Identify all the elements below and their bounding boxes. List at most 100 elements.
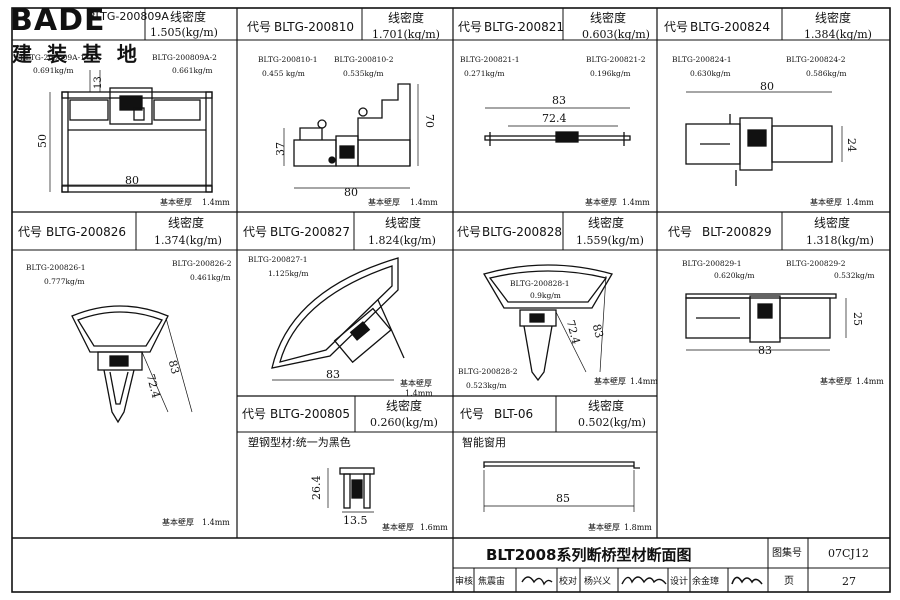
profile-drawing bbox=[293, 83, 411, 167]
part-name: BLTG-200821-1 bbox=[460, 55, 519, 64]
panel-code: BLTG-200809A bbox=[88, 10, 169, 23]
profile-drawing bbox=[685, 114, 833, 186]
density-label: 线密度 bbox=[590, 10, 626, 25]
panel-code: BLTG-200826 bbox=[46, 225, 126, 239]
dimension-label: 83 bbox=[166, 359, 182, 376]
code-prefix: 代号 bbox=[457, 225, 481, 239]
dimension-label: 26.4 bbox=[310, 476, 323, 501]
panel-note: 塑钢型材:统一为黑色 bbox=[248, 435, 351, 449]
page-number: 27 bbox=[842, 575, 856, 588]
code-prefix: 代号 bbox=[243, 225, 267, 239]
profile-drawing bbox=[271, 257, 405, 369]
checker-name: 杨兴义 bbox=[584, 575, 611, 587]
panel-blt-06: 代号 BLT-06 线密度 0.502(kg/m) 智能窗用 85 基本壁厚 1… bbox=[460, 398, 652, 532]
dimension-label: 13 bbox=[93, 76, 104, 89]
page-label: 页 bbox=[784, 575, 794, 587]
dimension-label: 85 bbox=[556, 492, 570, 505]
atlas-number: 07CJ12 bbox=[828, 547, 869, 560]
title-block: BLT2008系列断桥型材断面图 图集号 07CJ12 审核 焦震宙 校对 杨兴… bbox=[455, 546, 869, 588]
code-prefix: 代号 bbox=[460, 407, 484, 421]
dimension-lines bbox=[327, 468, 374, 513]
bade-logo: BADE 建 装 基 地 bbox=[10, 3, 137, 66]
panel-code: BLTG-200821 bbox=[484, 20, 564, 34]
dimension-label: 80 bbox=[125, 174, 139, 187]
dimension-label: 70 bbox=[423, 114, 436, 128]
density-value: 0.603(kg/m) bbox=[582, 28, 650, 41]
check-label: 校对 bbox=[559, 575, 577, 587]
dimension-lines bbox=[686, 91, 843, 162]
code-prefix: 代号 bbox=[242, 407, 266, 421]
wall-thickness-label: 基本壁厚 bbox=[810, 197, 842, 207]
dimension-lines bbox=[483, 470, 635, 512]
profile-drawing bbox=[71, 305, 169, 424]
density-label: 线密度 bbox=[386, 398, 422, 413]
density-label: 线密度 bbox=[388, 10, 424, 25]
designer-signature bbox=[731, 576, 763, 585]
dimension-label: 80 bbox=[344, 186, 358, 199]
wall-thickness-value: 1.4mm bbox=[202, 518, 230, 527]
review-label: 审核 bbox=[455, 575, 473, 587]
panel-note: 智能窗用 bbox=[462, 435, 506, 449]
panel-bltg-200824: 代号 BLTG-200824 线密度 1.384(kg/m) BLTG-2008… bbox=[664, 10, 874, 207]
part-name: BLTG-200810-2 bbox=[334, 55, 394, 64]
dimension-label: 72.4 bbox=[542, 112, 567, 125]
dimension-lines bbox=[283, 84, 419, 189]
part-name: BLTG-200828-2 bbox=[458, 367, 518, 376]
wall-thickness-value: 1.4mm bbox=[410, 198, 438, 207]
dimension-lines bbox=[49, 70, 212, 192]
panel-bltg-200805: 代号 BLTG-200805 线密度 0.260(kg/m) 塑钢型材:统一为黑… bbox=[242, 398, 448, 532]
wall-thickness-label: 基本壁厚 bbox=[820, 376, 852, 386]
drawing-title: BLT2008系列断桥型材断面图 bbox=[486, 546, 692, 564]
dimension-label: 83 bbox=[590, 323, 606, 340]
density-value: 1.559(kg/m) bbox=[576, 234, 644, 247]
dimension-lines bbox=[485, 107, 630, 127]
code-prefix: 代号 bbox=[668, 225, 692, 239]
panel-code: BLT-200829 bbox=[702, 225, 772, 239]
code-prefix: 代号 bbox=[664, 20, 688, 34]
profile-drawing bbox=[484, 131, 631, 146]
dimension-label: 13.5 bbox=[343, 514, 368, 527]
part-name: BLTG-200824-1 bbox=[672, 55, 731, 64]
wall-thickness-value: 1.8mm bbox=[624, 523, 652, 532]
dimension-label: 37 bbox=[274, 142, 287, 156]
panel-blt-200829: 代号 BLT-200829 线密度 1.318(kg/m) BLTG-20082… bbox=[668, 215, 884, 386]
part-weight: 0.620kg/m bbox=[714, 271, 754, 280]
atlas-label: 图集号 bbox=[772, 546, 802, 559]
wall-thickness-label: 基本壁厚 bbox=[160, 197, 192, 207]
dimension-label: 24 bbox=[845, 138, 858, 152]
profile-drawing bbox=[483, 264, 613, 382]
part-weight: 0.661kg/m bbox=[172, 66, 212, 75]
part-name: BLTG-200827-1 bbox=[248, 255, 307, 264]
panel-bltg-200826: 代号 BLTG-200826 线密度 1.374(kg/m) BLTG-2008… bbox=[18, 215, 232, 527]
density-label: 线密度 bbox=[588, 398, 624, 413]
wall-thickness-value: 1.4mm bbox=[622, 198, 650, 207]
density-value: 1.374(kg/m) bbox=[154, 234, 222, 247]
dimension-label: 25 bbox=[851, 312, 864, 326]
part-name: BLTG-200810-1 bbox=[258, 55, 317, 64]
part-weight: 0.9kg/m bbox=[530, 291, 561, 300]
dimension-label: 83 bbox=[758, 344, 772, 357]
panel-bltg-200810: 代号 BLTG-200810 线密度 1.701(kg/m) BLTG-2008… bbox=[247, 10, 440, 207]
wall-thickness-value: 1.4mm bbox=[202, 198, 230, 207]
profile-drawing bbox=[685, 293, 837, 343]
panel-code: BLTG-200805 bbox=[270, 407, 350, 421]
part-name: BLTG-200829-2 bbox=[786, 259, 846, 268]
density-value: 0.260(kg/m) bbox=[370, 416, 438, 429]
density-label: 线密度 bbox=[168, 215, 204, 230]
part-weight: 0.630kg/m bbox=[690, 69, 730, 78]
panel-bltg-200809a: BLTG-200809A 线密度 1.505(kg/m) BLTG-200809… bbox=[20, 9, 230, 207]
panel-code: BLTG-200827 bbox=[270, 225, 350, 239]
panel-code: BLT-06 bbox=[494, 407, 533, 421]
part-weight: 0.196kg/m bbox=[590, 69, 630, 78]
reviewer-name: 焦震宙 bbox=[478, 575, 505, 587]
dimension-label: 50 bbox=[36, 134, 49, 148]
dimension-label: 72.4 bbox=[144, 373, 163, 400]
density-label: 线密度 bbox=[170, 9, 206, 24]
part-weight: 0.777kg/m bbox=[44, 277, 84, 286]
part-weight: 0.532kg/m bbox=[834, 271, 874, 280]
density-label: 线密度 bbox=[814, 215, 850, 230]
part-weight: 0.461kg/m bbox=[190, 273, 230, 282]
code-prefix: 代号 bbox=[247, 20, 271, 34]
density-label: 线密度 bbox=[588, 215, 624, 230]
